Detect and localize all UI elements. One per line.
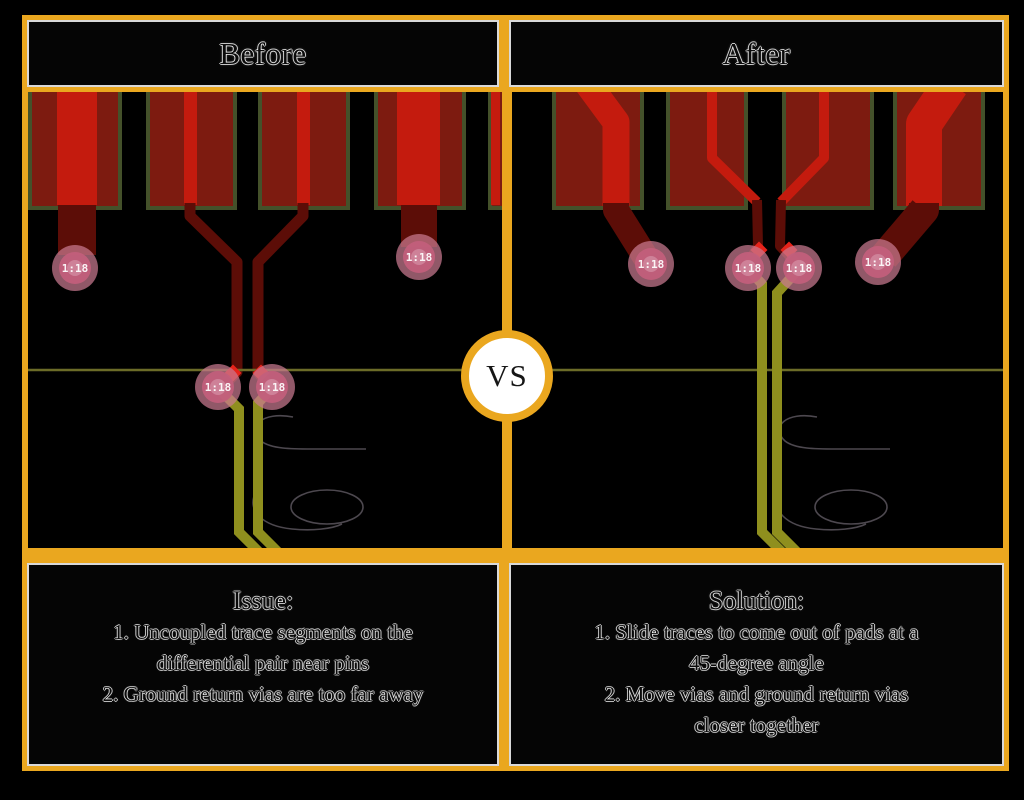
via: 1:18 bbox=[725, 245, 771, 291]
trace-bright bbox=[491, 92, 500, 205]
via-label: 1:18 bbox=[259, 381, 286, 394]
diffpair-trace bbox=[252, 203, 309, 389]
via-label: 1:18 bbox=[865, 256, 892, 269]
via-label: 1:18 bbox=[205, 381, 232, 394]
via-label: 1:18 bbox=[62, 262, 89, 275]
trace-bright bbox=[184, 92, 197, 205]
trace-bright bbox=[297, 92, 310, 205]
diffpair-trace bbox=[707, 92, 761, 206]
solution-box: Solution: 1. Slide traces to come out of… bbox=[504, 558, 1009, 771]
trace-bright bbox=[906, 92, 966, 206]
panel-divider bbox=[502, 92, 512, 548]
after-header: After bbox=[504, 15, 1009, 92]
pcb-before-panel bbox=[28, 92, 506, 390]
before-header-label: Before bbox=[219, 35, 307, 71]
via-label: 1:18 bbox=[638, 258, 665, 271]
via: 1:18 bbox=[195, 364, 241, 410]
silkscreen-marks bbox=[776, 414, 891, 531]
issue-line: 1. Uncoupled trace segments on the bbox=[113, 620, 413, 644]
via-label: 1:18 bbox=[735, 262, 762, 275]
via: 1:18 bbox=[855, 239, 901, 285]
via-label: 1:18 bbox=[786, 262, 813, 275]
trace-dark bbox=[872, 195, 939, 267]
solution-line: closer together bbox=[694, 713, 819, 737]
pcb-layout-canvas: 1:18 1:18 1:18 1:18 1:18 1:18 1:18 bbox=[28, 92, 1003, 548]
diffpair-trace bbox=[777, 92, 829, 206]
vs-label: VS bbox=[486, 358, 528, 393]
pcb-after-panel bbox=[552, 92, 985, 268]
vs-badge: VS bbox=[461, 330, 553, 422]
trace-bright bbox=[397, 92, 440, 205]
trace-dark bbox=[603, 197, 658, 265]
via: 1:18 bbox=[628, 241, 674, 287]
issue-title: Issue: bbox=[232, 586, 294, 615]
before-header: Before bbox=[22, 15, 504, 92]
via: 1:18 bbox=[52, 245, 98, 291]
trace-bright bbox=[577, 92, 630, 206]
via: 1:18 bbox=[776, 245, 822, 291]
solution-line: 2. Move vias and ground return vias bbox=[604, 682, 909, 706]
after-header-label: After bbox=[722, 35, 791, 71]
bottom-layer-traces-after bbox=[746, 267, 801, 548]
issue-box: Issue: 1. Uncoupled trace segments on th… bbox=[22, 558, 504, 771]
via: 1:18 bbox=[249, 364, 295, 410]
solution-line: 1. Slide traces to come out of pads at a bbox=[594, 620, 919, 644]
via-label: 1:18 bbox=[406, 251, 433, 264]
solution-line: 45-degree angle bbox=[689, 651, 824, 675]
via: 1:18 bbox=[396, 234, 442, 280]
trace-bright bbox=[57, 92, 97, 205]
pcb-comparison-section: 1:18 1:18 1:18 1:18 1:18 1:18 1:18 bbox=[22, 92, 1009, 558]
issue-line: 2. Ground return vias are too far away bbox=[102, 682, 424, 706]
solution-title: Solution: bbox=[708, 586, 805, 615]
diffpair-trace bbox=[184, 203, 243, 390]
issue-line: differential pair near pins bbox=[156, 651, 370, 675]
silkscreen-marks bbox=[252, 414, 366, 531]
